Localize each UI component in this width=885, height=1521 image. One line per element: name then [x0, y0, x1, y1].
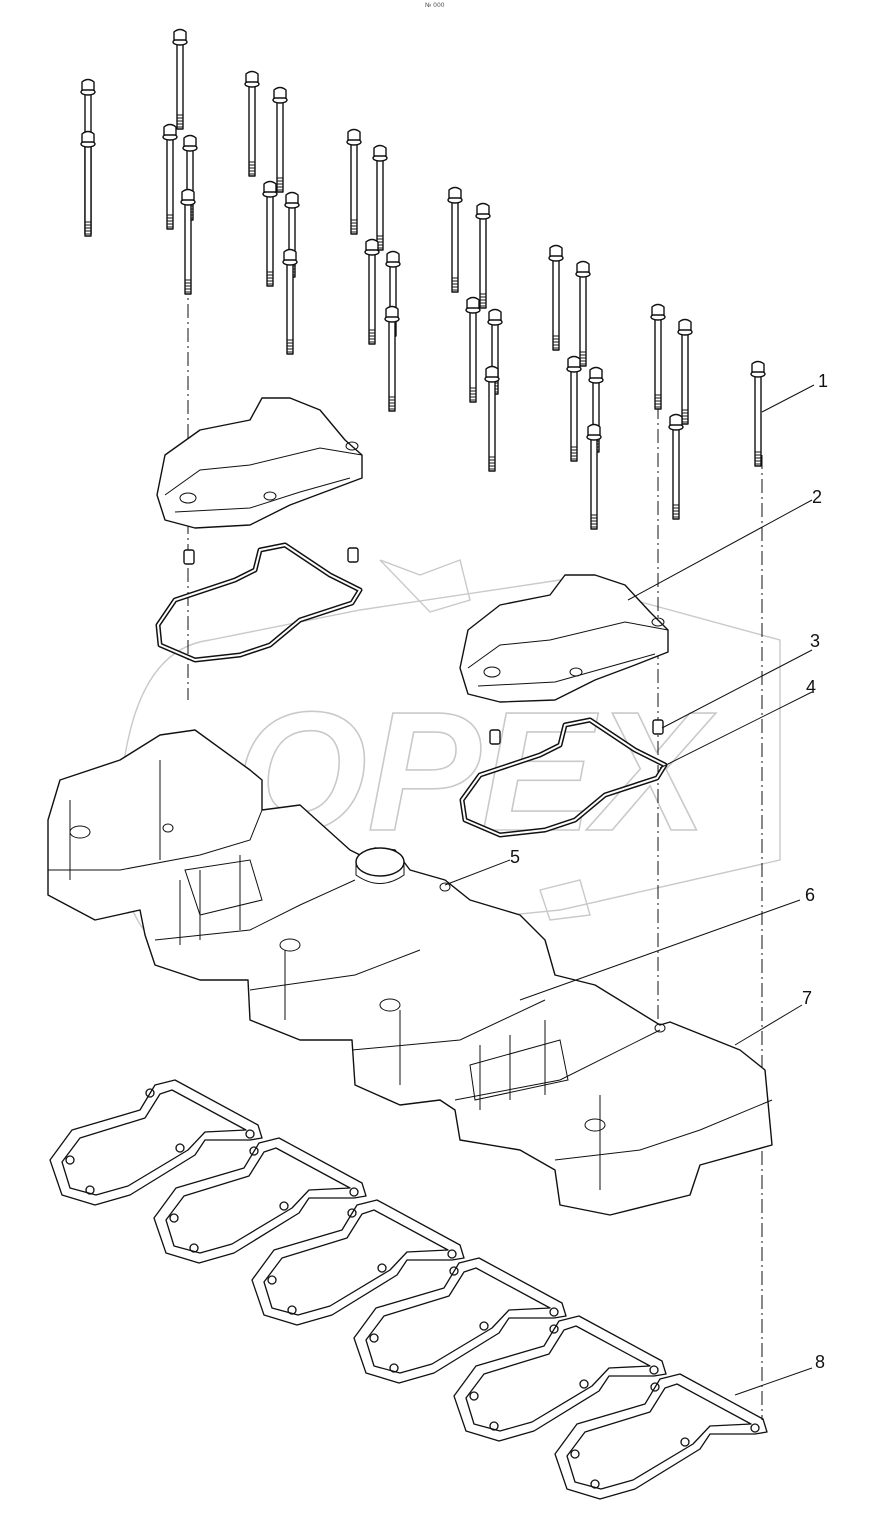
bolt	[80, 130, 96, 237]
bolt	[586, 423, 602, 530]
callout-8: 8	[815, 1352, 825, 1372]
valve-cover-assembly	[47, 729, 773, 1216]
bolt	[677, 318, 693, 425]
bolt	[372, 144, 388, 251]
bolt	[650, 303, 666, 410]
lower-gasket	[554, 1373, 768, 1500]
bolt	[548, 244, 564, 351]
callout-2: 2	[812, 487, 822, 507]
bolt	[575, 260, 591, 367]
lower-gasket	[49, 1079, 263, 1206]
bolt	[384, 305, 400, 412]
bolt	[364, 238, 380, 345]
bolt	[475, 202, 491, 309]
bolt	[180, 188, 196, 295]
callout-4: 4	[806, 677, 816, 697]
bolt	[162, 123, 178, 230]
bolt	[262, 180, 278, 287]
upper-gasket-left	[155, 542, 363, 663]
bolt	[588, 366, 604, 453]
callout-1: 1	[818, 371, 828, 391]
lower-gasket	[153, 1137, 367, 1264]
bolt	[750, 360, 766, 467]
bolt	[447, 186, 463, 293]
bolt	[566, 355, 582, 462]
bolt-group	[80, 28, 766, 530]
bolt	[385, 250, 401, 337]
bolt	[346, 128, 362, 235]
bolt	[282, 248, 298, 355]
callout-7: 7	[802, 988, 812, 1008]
bolt	[172, 28, 188, 130]
callout-labels: 1 2 3 4 5 6 7 8	[510, 371, 828, 1372]
bolt	[668, 413, 684, 520]
callout-5: 5	[510, 847, 520, 867]
bolt	[484, 365, 500, 472]
lower-gasket	[251, 1199, 465, 1326]
lower-gasket-group	[49, 1079, 768, 1500]
bolt	[272, 86, 288, 193]
bolt	[182, 134, 198, 221]
bolt	[244, 70, 260, 177]
leader-lines	[444, 384, 815, 1396]
callout-6: 6	[805, 885, 815, 905]
lower-gasket	[353, 1257, 567, 1384]
sleeve-group	[183, 547, 664, 745]
bolt	[465, 296, 481, 403]
upper-cover-left	[156, 397, 363, 529]
bolt	[284, 191, 300, 278]
drawing-note: № 000	[425, 2, 445, 9]
lower-gasket	[453, 1315, 667, 1442]
upper-cover-right	[459, 574, 669, 703]
callout-3: 3	[810, 631, 820, 651]
